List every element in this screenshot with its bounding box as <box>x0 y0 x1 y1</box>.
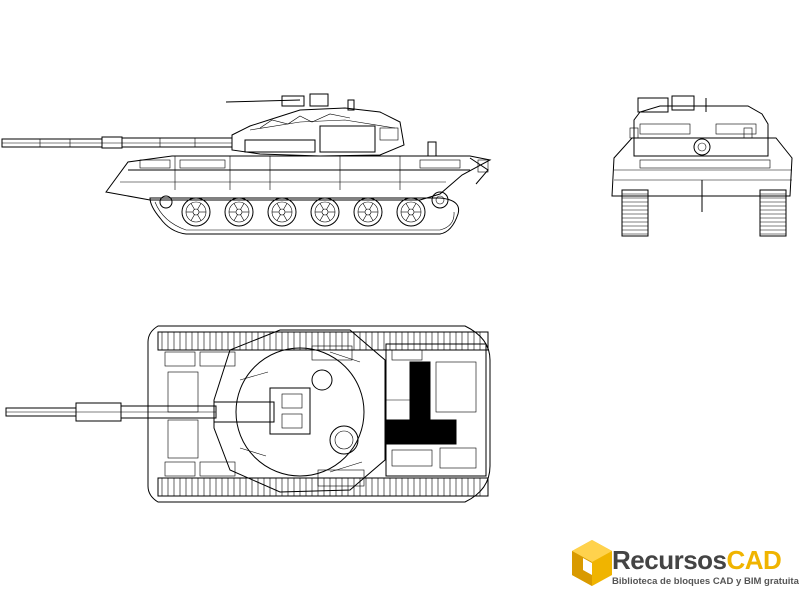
side-hull <box>105 141 492 201</box>
side-track <box>149 191 460 235</box>
brand-part2: CAD <box>726 545 782 575</box>
front-track-left <box>622 193 648 235</box>
top-view <box>5 325 491 503</box>
road-wheel <box>353 197 383 227</box>
brand-name: RecursosCAD <box>612 545 782 575</box>
road-wheel <box>181 197 211 227</box>
front-view <box>611 95 793 237</box>
road-wheel <box>267 197 297 227</box>
road-wheel <box>310 197 340 227</box>
brand-tagline: Biblioteca de bloques CAD y BIM gratuita <box>612 576 799 587</box>
front-track-right <box>760 193 786 235</box>
brand-part1: Recursos <box>612 545 727 575</box>
side-turret <box>225 93 405 157</box>
side-gun-barrel <box>1 136 233 149</box>
top-track-lower <box>161 478 481 496</box>
road-wheels <box>181 197 426 227</box>
road-wheel <box>224 197 254 227</box>
road-wheel <box>396 197 426 227</box>
top-track-upper <box>161 332 481 350</box>
cube-logo-icon <box>572 540 612 586</box>
side-view <box>1 93 492 235</box>
